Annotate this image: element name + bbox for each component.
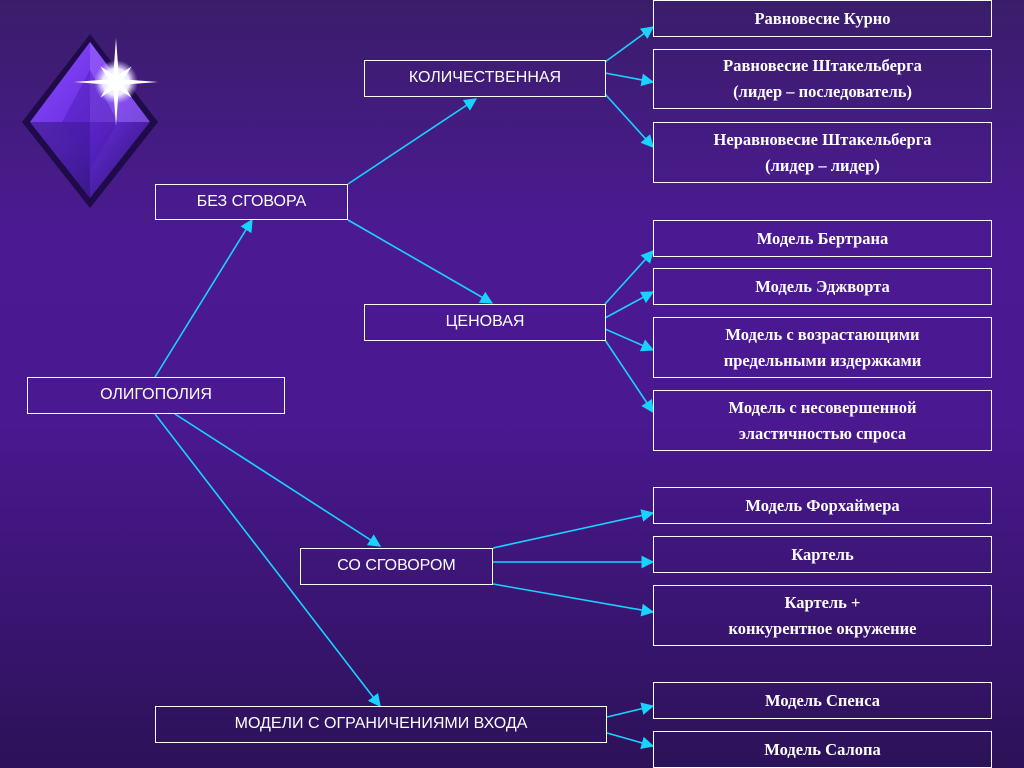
node-increasing-costs-label: Модель с возрастающими предельными издер…: [723, 324, 922, 370]
node-bertrand: Модель Бертрана: [653, 220, 992, 257]
node-quantity: КОЛИЧЕСТВЕННАЯ: [364, 60, 606, 97]
node-edgeworth: Модель Эджворта: [653, 268, 992, 305]
node-cournot: Равновесие Курно: [653, 0, 992, 37]
arrow-entry-salop: [606, 732, 655, 750]
arrow-quantity-cournot: [604, 26, 655, 63]
node-oligopoly: ОЛИГОПОЛИЯ: [27, 377, 285, 414]
arrow-price-costs: [604, 328, 655, 352]
arrow-collusion-forchheimer: [492, 509, 655, 549]
node-entry-limits-label: МОДЕЛИ С ОГРАНИЧЕНИЯМИ ВХОДА: [234, 715, 528, 733]
node-imperfect-elasticity-label: Модель с несовершенной эластичностью спр…: [728, 397, 917, 443]
node-salop: Модель Салопа: [653, 731, 992, 768]
arrow-quantity-stackelberg: [604, 72, 655, 87]
node-stackelberg-equilibrium-label: Равновесие Штакельберга (лидер – последо…: [723, 56, 922, 101]
arrow-entry-spence: [606, 702, 655, 718]
node-edgeworth-label: Модель Эджворта: [755, 276, 890, 296]
node-no-collusion: БЕЗ СГОВОРА: [155, 184, 348, 220]
node-stackelberg-equilibrium: Равновесие Штакельберга (лидер – последо…: [653, 49, 992, 109]
node-forchheimer-label: Модель Форхаймера: [745, 495, 900, 515]
node-salop-label: Модель Салопа: [764, 739, 881, 759]
node-cartel-fringe-label: Картель + конкурентное окружение: [728, 592, 917, 638]
arrow-collusion-fringe: [492, 583, 655, 617]
node-forchheimer: Модель Форхаймера: [653, 487, 992, 524]
node-collusion-label: СО СГОВОРОМ: [337, 557, 456, 575]
node-oligopoly-label: ОЛИГОПОЛИЯ: [100, 386, 212, 404]
node-spence-label: Модель Спенса: [765, 690, 880, 710]
node-price: ЦЕНОВАЯ: [364, 304, 606, 341]
purple-diamond-star-icon: [22, 34, 158, 208]
node-stackelberg-disequilibrium: Неравновесие Штакельберга (лидер – лидер…: [653, 122, 992, 183]
arrow-price-bertrand: [604, 250, 654, 305]
node-cartel-label: Картель: [791, 544, 854, 564]
node-price-label: ЦЕНОВАЯ: [445, 313, 525, 331]
arrow-quantity-diseq: [604, 93, 654, 148]
arrow-price-edgeworth: [604, 291, 655, 319]
node-cartel-fringe: Картель + конкурентное окружение: [653, 585, 992, 646]
arrow-no-collusion-quantity: [347, 98, 478, 185]
node-cartel: Картель: [653, 536, 992, 573]
node-entry-limits: МОДЕЛИ С ОГРАНИЧЕНИЯМИ ВХОДА: [155, 706, 607, 743]
node-imperfect-elasticity: Модель с несовершенной эластичностью спр…: [653, 390, 992, 451]
node-no-collusion-label: БЕЗ СГОВОРА: [196, 192, 307, 210]
node-spence: Модель Спенса: [653, 682, 992, 719]
node-collusion: СО СГОВОРОМ: [300, 548, 493, 585]
arrow-no-collusion-price: [347, 219, 494, 304]
node-cournot-label: Равновесие Курно: [754, 8, 891, 28]
node-bertrand-label: Модель Бертрана: [756, 228, 889, 248]
node-quantity-label: КОЛИЧЕСТВЕННАЯ: [408, 69, 562, 87]
arrow-price-elasticity: [604, 339, 654, 414]
arrow-oligopoly-no-collusion: [154, 218, 253, 378]
node-increasing-costs: Модель с возрастающими предельными издер…: [653, 317, 992, 378]
arrow-oligopoly-collusion: [174, 413, 382, 547]
node-stackelberg-disequilibrium-label: Неравновесие Штакельберга (лидер – лидер…: [713, 129, 932, 175]
